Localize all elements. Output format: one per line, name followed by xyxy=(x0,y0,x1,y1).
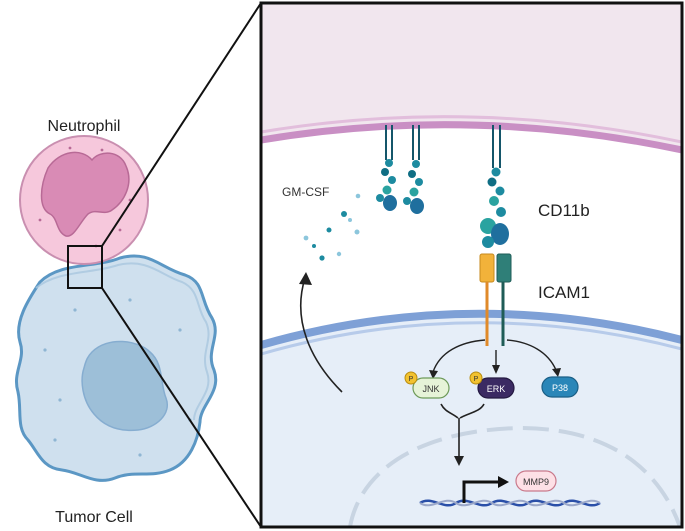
gm-csf-label: GM-CSF xyxy=(282,185,329,199)
tumor-cytoplasm xyxy=(261,313,682,527)
p38-node: P38 xyxy=(541,376,579,398)
panel-frame xyxy=(259,1,684,529)
neutrophil-label: Neutrophil xyxy=(48,118,121,135)
erk-label: ERK xyxy=(487,384,506,394)
gm-csf-molecules xyxy=(303,193,361,261)
cd11b-receptor-small-2 xyxy=(403,125,424,214)
gm-csf-secretion-arrow xyxy=(299,277,343,393)
erk-phospho-label: P xyxy=(474,376,479,383)
neutrophil-nucleus xyxy=(40,151,130,237)
icam1-label: ICAM1 xyxy=(538,283,590,302)
neutrophil-membrane-inner xyxy=(261,115,682,144)
neutrophil-membrane xyxy=(261,121,682,154)
cd11b-receptor-main xyxy=(480,125,509,248)
tumor-membrane-inner xyxy=(261,321,682,356)
erk-node: ERK P xyxy=(469,371,515,399)
neutrophil-cytoplasm xyxy=(261,3,682,150)
nuclear-envelope xyxy=(348,425,682,527)
jnk-label: JNK xyxy=(422,384,439,394)
transcription-start-arrow xyxy=(462,480,500,503)
tumor-cell xyxy=(15,254,218,482)
tumor-nucleus xyxy=(81,340,169,432)
dna-helix xyxy=(419,499,601,507)
tumor-membrane xyxy=(261,309,682,349)
zoom-line-top xyxy=(101,2,262,247)
signaling-arrowheads xyxy=(429,365,561,379)
neutrophil-cell xyxy=(19,135,149,265)
signaling-arrows xyxy=(432,339,557,373)
zoom-panel xyxy=(261,3,682,527)
zoom-box xyxy=(67,245,103,289)
cd11b-label: CD11b xyxy=(538,201,590,220)
p38-label: P38 xyxy=(552,383,568,393)
jnk-node: JNK P xyxy=(404,371,450,399)
mmp9-node: MMP9 xyxy=(515,470,557,492)
tumor-cell-label: Tumor Cell xyxy=(55,509,133,526)
jnk-phospho-label: P xyxy=(409,376,414,383)
tumor-cell-halo xyxy=(35,262,210,421)
gm-csf-arrowhead xyxy=(299,272,312,285)
convergence-arrow xyxy=(440,403,485,458)
transcription-arrowhead xyxy=(498,476,509,488)
zoom-line-bottom xyxy=(101,287,262,528)
mmp9-label: MMP9 xyxy=(523,477,549,487)
cd11b-receptor-small-1 xyxy=(376,125,397,211)
convergence-arrowhead xyxy=(454,456,464,466)
icam1-receptor xyxy=(479,253,512,346)
